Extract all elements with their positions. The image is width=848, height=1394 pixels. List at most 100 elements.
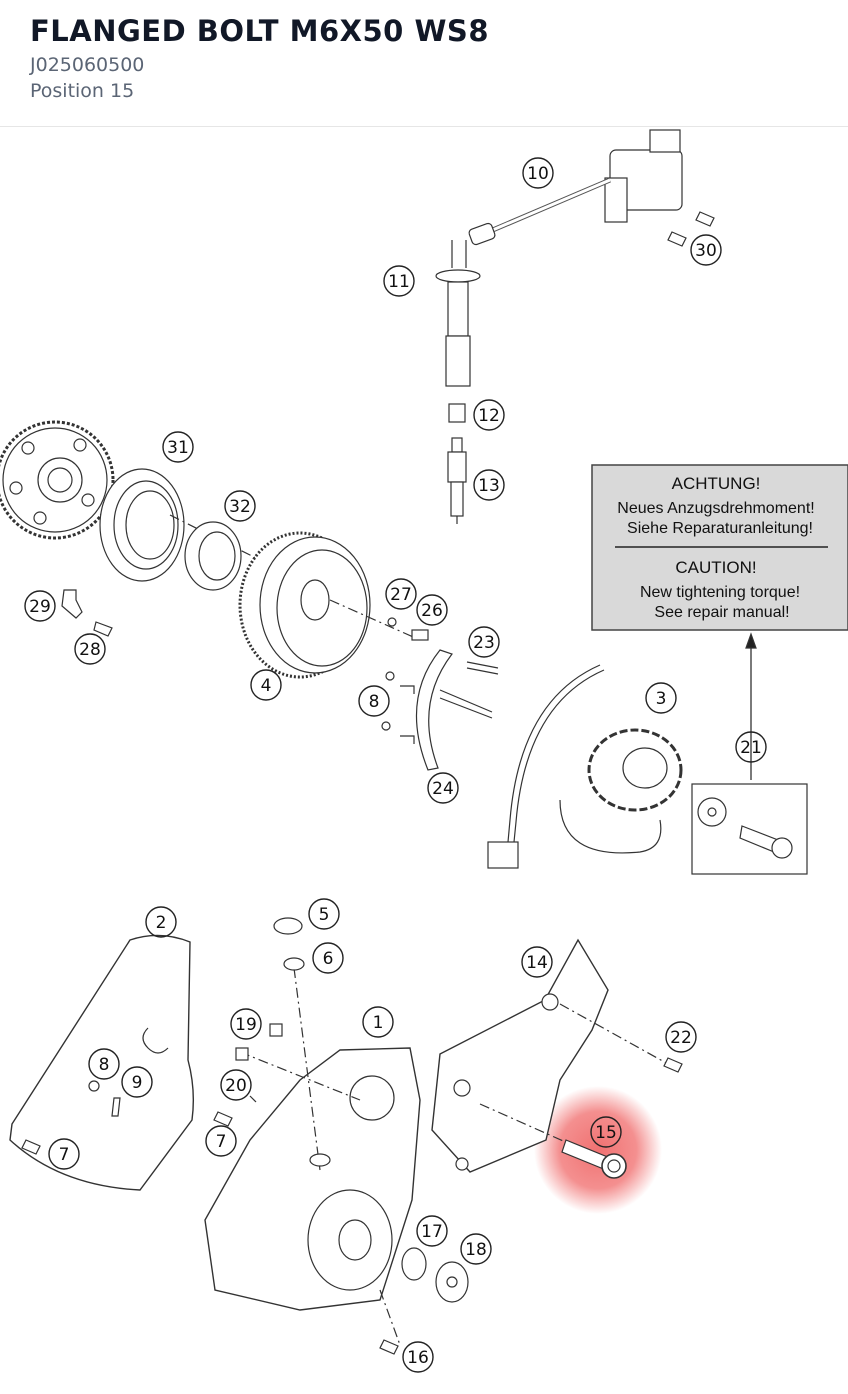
callout-circle: [735, 731, 767, 763]
callout-circle: [690, 234, 722, 266]
callout-circle: [402, 1341, 434, 1373]
callout-label: 21: [740, 738, 762, 758]
notice-heading-en: CAUTION!: [675, 558, 756, 577]
callout-label: 9: [132, 1073, 143, 1093]
part-number: J025060500: [30, 54, 145, 76]
callout-21[interactable]: 21: [735, 731, 767, 763]
exploded-parts-diagram: ACHTUNG! Neues Anzugsdrehmoment! Siehe R…: [0, 127, 848, 1390]
callout-circle: [383, 265, 415, 297]
callout-29[interactable]: 29: [24, 590, 56, 622]
callout-4[interactable]: 4: [250, 669, 282, 701]
callout-15[interactable]: 15: [590, 1116, 622, 1148]
notice-line1-en: New tightening torque!: [640, 584, 800, 601]
callout-31[interactable]: 31: [162, 431, 194, 463]
callout-label: 28: [79, 640, 101, 660]
callout-label: 22: [670, 1028, 692, 1048]
freewheel-drawing: [99, 468, 261, 582]
cover-gasket-drawing: [9, 934, 233, 1191]
callout-2[interactable]: 2: [145, 906, 177, 938]
callout-label: 24: [432, 779, 454, 799]
callout-22[interactable]: 22: [665, 1021, 697, 1053]
callout-circle: [460, 1233, 492, 1265]
callout-circle: [522, 157, 554, 189]
callout-label: 13: [478, 476, 500, 496]
callout-7[interactable]: 7: [205, 1125, 237, 1157]
chain-guide-drawing: [381, 649, 499, 771]
callout-circle: [665, 1021, 697, 1053]
callout-label: 27: [390, 585, 412, 605]
callout-label: 20: [225, 1076, 247, 1096]
callout-label: 6: [323, 949, 334, 969]
callout-label: 2: [156, 913, 167, 933]
callout-circle: [121, 1066, 153, 1098]
callout-11[interactable]: 11: [383, 265, 415, 297]
callout-24[interactable]: 24: [427, 772, 459, 804]
callout-circle: [468, 626, 500, 658]
callout-circle: [645, 682, 677, 714]
callout-14[interactable]: 14: [521, 946, 553, 978]
callout-label: 7: [59, 1145, 70, 1165]
notice-line2-de: Siehe Reparaturanleitung!: [627, 520, 813, 537]
callout-circle: [250, 669, 282, 701]
part-header: FLANGED BOLT M6X50 WS8 J025060500 Positi…: [0, 0, 848, 127]
callout-circle: [385, 578, 417, 610]
callout-circle: [205, 1125, 237, 1157]
callout-1[interactable]: 1: [362, 1006, 394, 1038]
callout-circle: [416, 594, 448, 626]
seal-and-plug-drawing: [379, 1247, 469, 1355]
small-fittings-drawing: [88, 1023, 283, 1117]
callout-26[interactable]: 26: [416, 594, 448, 626]
callout-19[interactable]: 19: [230, 1008, 262, 1040]
callout-label: 23: [473, 633, 495, 653]
callout-circle: [312, 942, 344, 974]
callout-5[interactable]: 5: [308, 898, 340, 930]
callout-label: 1: [373, 1013, 384, 1033]
small-bracket-drawing: [61, 589, 113, 637]
callout-30[interactable]: 30: [690, 234, 722, 266]
callout-label: 26: [421, 601, 443, 621]
callout-circle: [230, 1008, 262, 1040]
flanged-bolt-drawing: [561, 1139, 627, 1179]
callout-8[interactable]: 8: [358, 685, 390, 717]
part-title: FLANGED BOLT M6X50 WS8: [30, 14, 489, 48]
callout-17[interactable]: 17: [416, 1215, 448, 1247]
callout-7[interactable]: 7: [48, 1138, 80, 1170]
starter-gear-drawing: [0, 420, 115, 540]
callout-label: 17: [421, 1222, 443, 1242]
callout-circle: [473, 469, 505, 501]
callout-28[interactable]: 28: [74, 633, 106, 665]
callout-20[interactable]: 20: [220, 1069, 252, 1101]
callout-13[interactable]: 13: [473, 469, 505, 501]
callout-label: 7: [216, 1132, 227, 1152]
callout-27[interactable]: 27: [385, 578, 417, 610]
notice-line2-en: See repair manual!: [654, 604, 789, 621]
spark-plug-drawing: [447, 403, 467, 524]
callout-circle: [220, 1069, 252, 1101]
rotor-drawing: [238, 531, 429, 679]
callout-label: 16: [407, 1348, 429, 1368]
callout-circle: [308, 898, 340, 930]
callout-circle: [473, 399, 505, 431]
callout-label: 18: [465, 1240, 487, 1260]
engine-cover-drawing: [204, 967, 421, 1346]
callout-label: 31: [167, 438, 189, 458]
callout-label: 32: [229, 497, 251, 517]
callout-6[interactable]: 6: [312, 942, 344, 974]
callout-12[interactable]: 12: [473, 399, 505, 431]
callout-label: 3: [656, 689, 667, 709]
callout-8[interactable]: 8: [88, 1048, 120, 1080]
bearing-drawing: [184, 521, 242, 591]
callout-3[interactable]: 3: [645, 682, 677, 714]
detail-21-drawing: [691, 632, 808, 875]
callout-circle: [224, 490, 256, 522]
callout-18[interactable]: 18: [460, 1233, 492, 1265]
callout-label: 12: [478, 406, 500, 426]
callout-23[interactable]: 23: [468, 626, 500, 658]
callout-32[interactable]: 32: [224, 490, 256, 522]
callout-circle: [427, 772, 459, 804]
part-position: Position 15: [30, 80, 135, 102]
callout-label: 10: [527, 164, 549, 184]
callout-16[interactable]: 16: [402, 1341, 434, 1373]
callout-9[interactable]: 9: [121, 1066, 153, 1098]
callout-10[interactable]: 10: [522, 157, 554, 189]
